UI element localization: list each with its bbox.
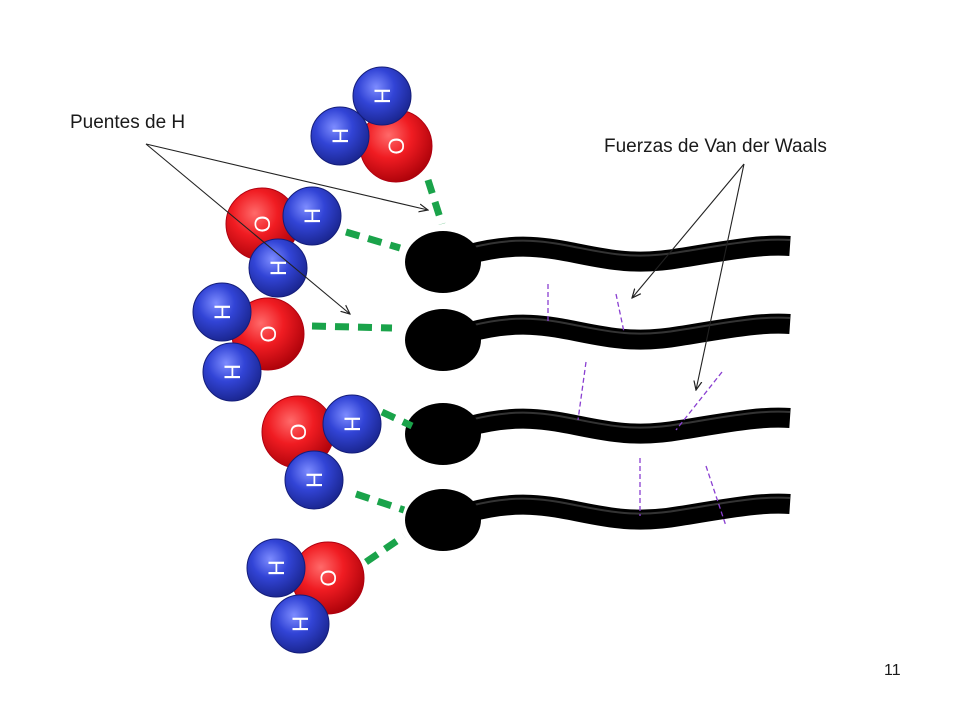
lipid-tail-highlight <box>469 316 791 335</box>
annotation-arrows <box>145 143 745 390</box>
hydrogen-symbol: H <box>266 260 291 276</box>
hydrogen-bond-line <box>380 408 414 430</box>
van-der-waals-line <box>675 371 723 431</box>
hydrogen-symbol: H <box>264 560 289 576</box>
hydrogen-symbol: H <box>300 208 325 224</box>
hydrogen-atom <box>270 594 330 654</box>
hydrogen-atom <box>192 282 252 342</box>
van-der-waals-arrow <box>632 163 745 298</box>
hydrogen-bond-line <box>424 178 446 226</box>
oxygen-symbol: O <box>250 215 275 232</box>
lipid-tail-highlight <box>469 410 791 429</box>
lipid-tail-highlight <box>469 238 791 257</box>
lipid-tail <box>467 235 791 272</box>
hydrogen-bond-arrow <box>145 143 350 314</box>
hydrogen-atom <box>284 450 344 510</box>
van-der-waals-label: Fuerzas de Van der Waals <box>604 136 827 157</box>
oxygen-symbol: O <box>384 137 409 154</box>
lipid-tail-highlight <box>469 496 791 515</box>
lipid-head <box>405 403 481 465</box>
water-molecule: O H H <box>261 394 382 510</box>
oxygen-symbol: O <box>316 569 341 586</box>
hydrogen-atom <box>352 66 412 126</box>
hydrogen-bond-line <box>345 228 401 252</box>
hydrogen-bond-line <box>354 490 406 514</box>
lipid-tail <box>467 493 791 530</box>
van-der-waals-lines <box>547 284 727 527</box>
hydrogen-symbol: H <box>302 472 327 488</box>
water-molecule: O H H <box>192 282 305 402</box>
lipid-tail <box>467 407 791 444</box>
hydrogen-atom <box>310 106 370 166</box>
hydrogen-bond-line <box>311 322 393 332</box>
lipid-heads <box>405 231 481 551</box>
hydrogen-bonds-label: Puentes de H <box>70 112 186 133</box>
oxygen-symbol: O <box>286 423 311 440</box>
hydrogen-bond-line <box>364 533 406 565</box>
hydrogen-symbol: H <box>210 304 235 320</box>
hydrogen-atom <box>282 186 342 246</box>
hydrogen-symbol: H <box>328 128 353 144</box>
hydrogen-bonds <box>311 178 446 565</box>
lipid-head <box>405 231 481 293</box>
lipid-tails <box>467 235 791 530</box>
page-number: 11 <box>884 662 901 679</box>
hydrogen-atom <box>202 342 262 402</box>
hydrogen-symbol: H <box>340 416 365 432</box>
van-der-waals-arrow <box>696 163 745 390</box>
hydrogen-symbol: H <box>370 88 395 104</box>
hydrogen-atom <box>322 394 382 454</box>
water-molecules: O H H O H H O H H O H H O H H <box>192 66 433 654</box>
oxygen-symbol: O <box>256 325 281 342</box>
water-molecule: O H H <box>246 538 365 654</box>
van-der-waals-line <box>705 465 727 527</box>
hydrogen-symbol: H <box>220 364 245 380</box>
hydrogen-symbol: H <box>288 616 313 632</box>
water-molecule: O H H <box>225 186 342 298</box>
van-der-waals-line <box>577 361 587 421</box>
van-der-waals-line <box>615 293 625 333</box>
lipid-head <box>405 309 481 371</box>
lipid-tail <box>467 313 791 350</box>
water-molecule: O H H <box>310 66 433 183</box>
lipid-head <box>405 489 481 551</box>
hydrogen-bond-arrow <box>145 143 428 210</box>
hydrogen-atom <box>248 238 308 298</box>
hydrogen-atom <box>246 538 306 598</box>
